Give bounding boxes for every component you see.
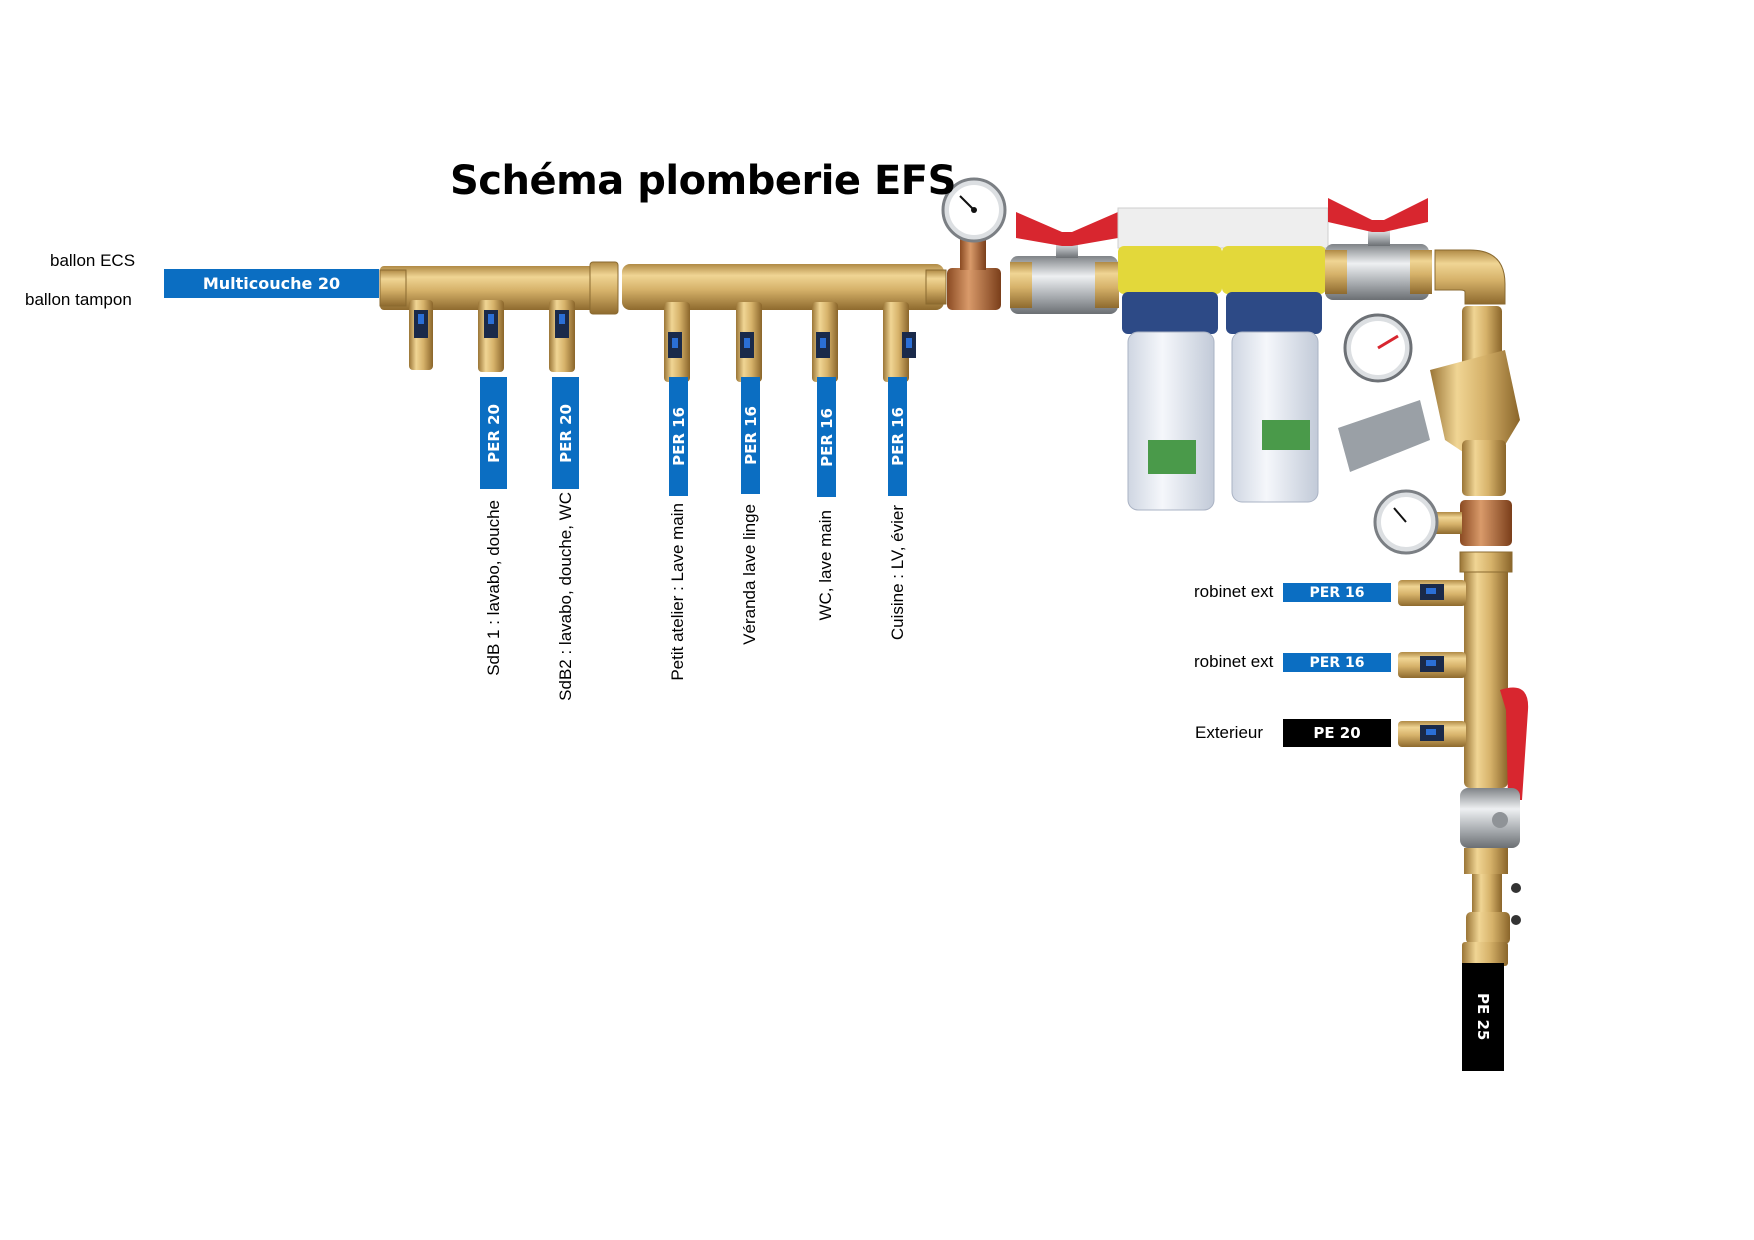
ball-valve-icon [1010, 212, 1119, 314]
destination-label: Cuisine : LV, évier [888, 505, 907, 641]
pipe-label: PER 16 [741, 377, 760, 494]
pipe-label: PER 16 [1283, 653, 1391, 672]
manometer-icon [941, 177, 1007, 310]
destination-label: SdB2 : lavabo, douche, WC [556, 492, 575, 701]
ball-valve-icon [1325, 198, 1432, 300]
pipe-label: PER 16 [888, 377, 907, 496]
destination-label: SdB 1 : lavabo, douche [484, 500, 503, 676]
outlet-label: robinet ext [1194, 582, 1274, 601]
pipe-label: PER 16 [817, 377, 836, 497]
collector-vertical [1398, 551, 1529, 800]
outlet-label: Exterieur [1195, 723, 1264, 742]
destination-label: Véranda lave linge [740, 504, 759, 645]
water-filter-icon [1117, 207, 1329, 511]
collector-left [379, 261, 619, 315]
collector-main [622, 264, 947, 310]
destination-label: WC, lave main [816, 510, 835, 621]
pipe-label: PER 16 [1283, 583, 1391, 602]
source-ballon-tampon: ballon tampon [25, 290, 132, 309]
destination-label: Petit atelier : Lave main [668, 503, 687, 681]
ball-valve-icon [1460, 788, 1520, 848]
feed-pipe-label: Multicouche 20 [164, 269, 379, 298]
main-inlet-label: PE 25 [1462, 963, 1504, 1071]
inlet-check-valve [1462, 848, 1521, 966]
page-title: Schéma plomberie EFS [450, 158, 956, 204]
source-ballon-ecs: ballon ECS [50, 251, 136, 270]
elbow-fitting-icon [1434, 249, 1506, 305]
pipe-label: PE 20 [1283, 719, 1391, 747]
pipe-label: PER 20 [480, 377, 507, 489]
outlet-label: robinet ext [1194, 652, 1274, 671]
pipe-label: PER 16 [669, 377, 688, 496]
outlet-valves-left [409, 300, 916, 382]
pipe-label: PER 20 [552, 377, 579, 489]
pressure-reducer-icon [1338, 306, 1520, 496]
manometer-icon [1373, 489, 1512, 555]
